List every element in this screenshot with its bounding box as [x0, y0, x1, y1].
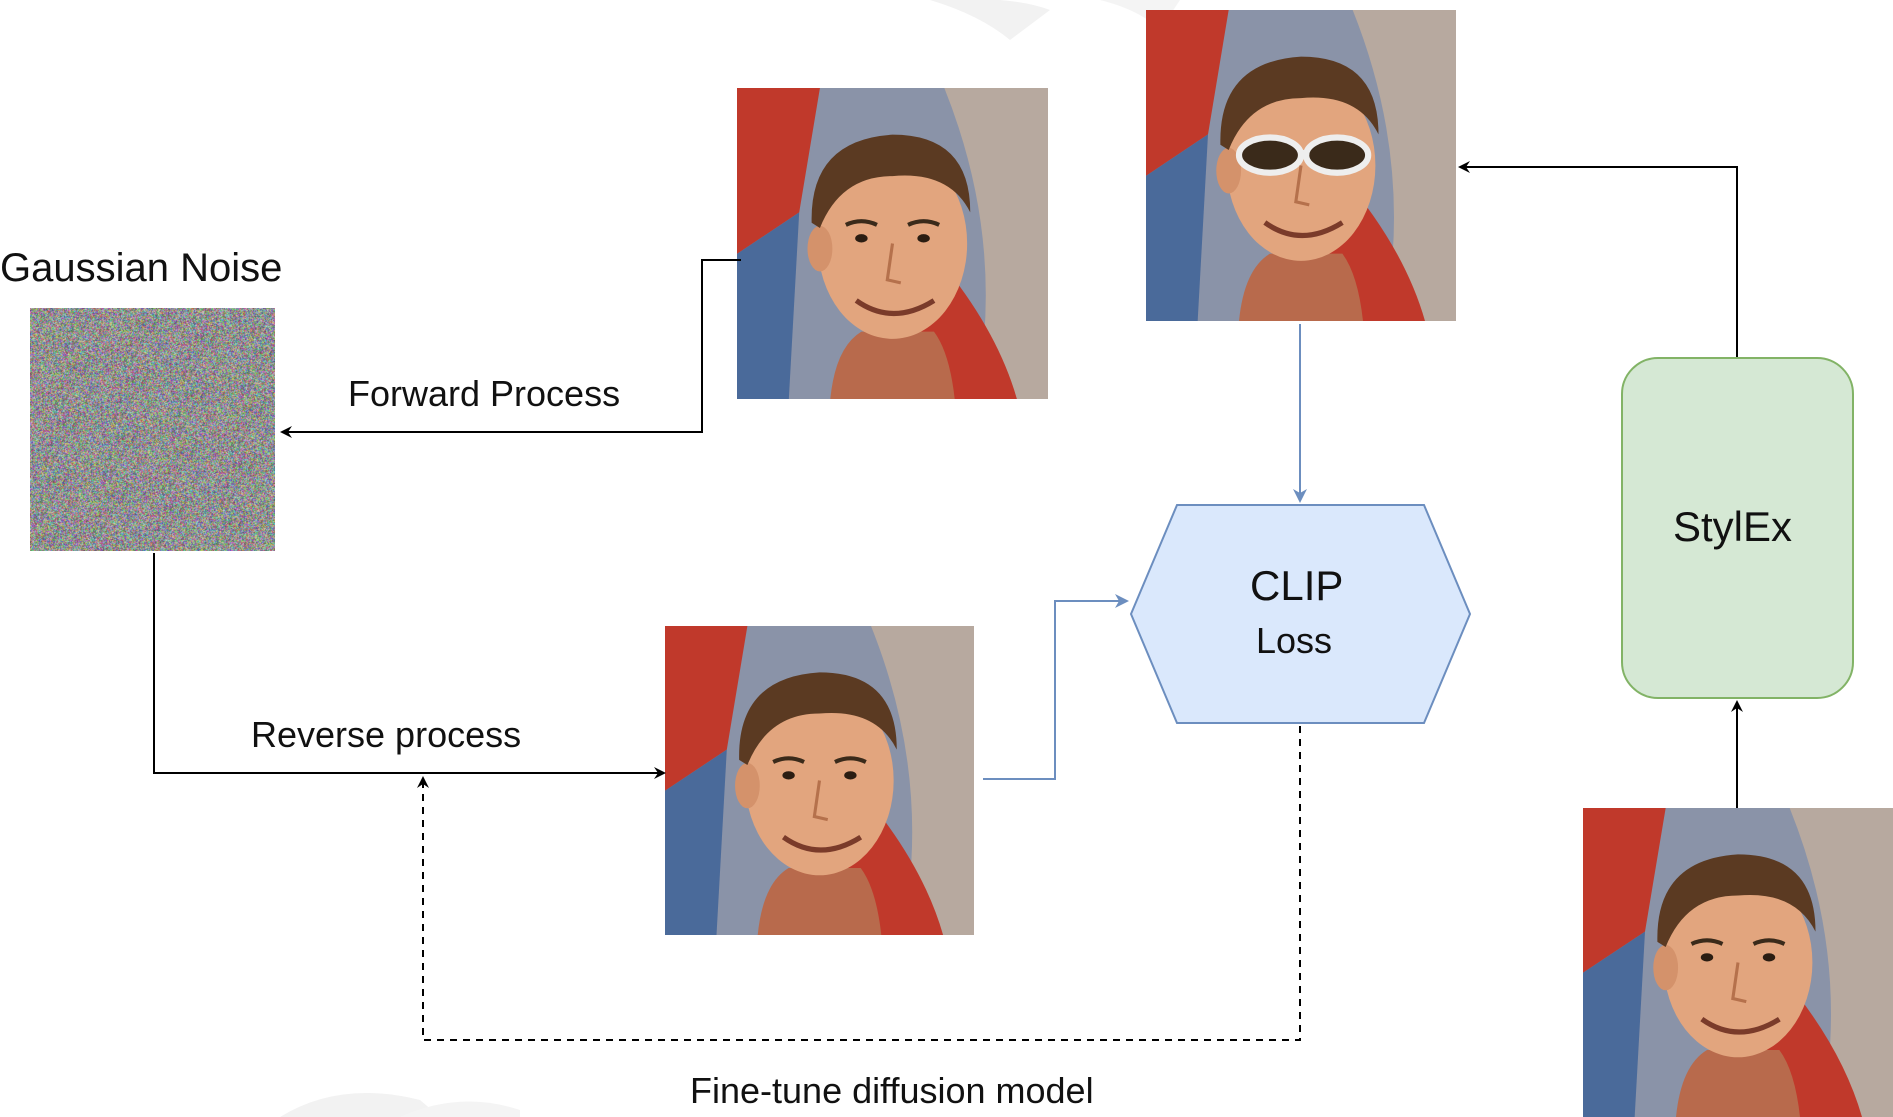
- stylex-to-output-arrow: [1458, 161, 1738, 358]
- reverse-process-arrow: [153, 553, 666, 779]
- gaussian-noise-image: [30, 308, 275, 551]
- stylex-label: StylEx: [1673, 503, 1793, 550]
- face-image-reverse: [665, 626, 974, 935]
- face-image-sunglasses: [1146, 10, 1456, 321]
- clip-loss-node: [1129, 504, 1472, 724]
- finetune-label: Fine-tune diffusion model: [690, 1070, 1094, 1111]
- clip-title-label: CLIP: [1250, 562, 1344, 609]
- gaussian-noise-label: Gaussian Noise: [0, 246, 283, 290]
- face-image-forward: [737, 88, 1048, 399]
- forward-process-label: Forward Process: [348, 373, 621, 414]
- reverse-process-label: Reverse process: [251, 714, 522, 755]
- forward-process-arrow: [280, 259, 741, 438]
- face-image-input: [1583, 808, 1893, 1117]
- clip-subtitle-label: Loss: [1256, 620, 1333, 661]
- reverse-to-clip-arrow: [983, 594, 1129, 780]
- stylex-node: [1621, 357, 1854, 699]
- finetune-dashed-arrow: [417, 726, 1301, 1041]
